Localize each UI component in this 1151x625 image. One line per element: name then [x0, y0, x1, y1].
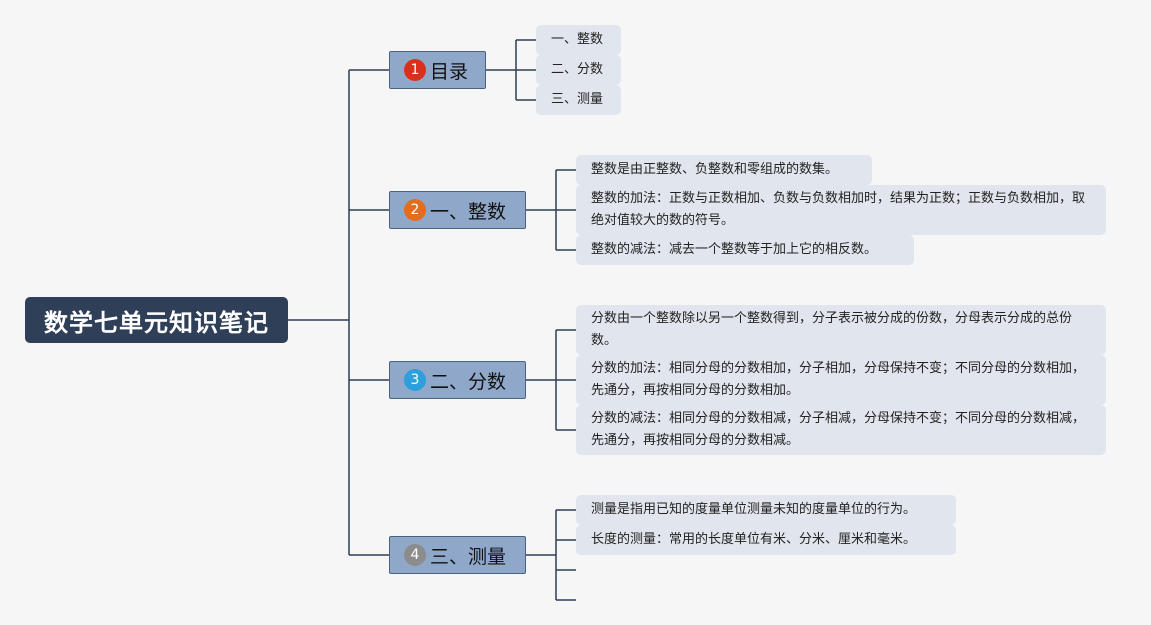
leaf-integer-subtraction[interactable]: 整数的减法：减去一个整数等于加上它的相反数。 — [576, 235, 914, 265]
number-badge: 4 — [404, 544, 426, 566]
number-badge: 2 — [404, 199, 426, 221]
branch-integers[interactable]: 2 一、整数 — [389, 191, 526, 229]
number-badge: 3 — [404, 369, 426, 391]
leaf-integer-definition[interactable]: 整数是由正整数、负整数和零组成的数集。 — [576, 155, 872, 185]
branch-fractions[interactable]: 3 二、分数 — [389, 361, 526, 399]
number-badge: 1 — [404, 59, 426, 81]
leaf-fraction-subtraction[interactable]: 分数的减法：相同分母的分数相减，分子相减，分母保持不变；不同分母的分数相减，先通… — [576, 405, 1106, 455]
branch-label: 目录 — [430, 60, 469, 83]
leaf-contents-integers[interactable]: 一、整数 — [536, 25, 621, 55]
leaf-integer-addition[interactable]: 整数的加法：正数与正数相加、负数与负数相加时，结果为正数；正数与负数相加，取绝对… — [576, 185, 1106, 235]
branch-contents[interactable]: 1 目录 — [389, 51, 486, 89]
leaf-contents-fractions[interactable]: 二、分数 — [536, 55, 621, 85]
leaf-fraction-definition[interactable]: 分数由一个整数除以另一个整数得到，分子表示被分成的份数，分母表示分成的总份数。 — [576, 305, 1106, 355]
branch-label: 一、整数 — [430, 200, 507, 223]
branch-label: 三、测量 — [430, 545, 507, 568]
leaf-contents-measurement[interactable]: 三、测量 — [536, 85, 621, 115]
branch-label: 二、分数 — [430, 370, 507, 393]
leaf-fraction-addition[interactable]: 分数的加法：相同分母的分数相加，分子相加，分母保持不变；不同分母的分数相加，先通… — [576, 355, 1106, 405]
leaf-measurement-definition[interactable]: 测量是指用已知的度量单位测量未知的度量单位的行为。 — [576, 495, 956, 525]
branch-measurement[interactable]: 4 三、测量 — [389, 536, 526, 574]
root-topic[interactable]: 数学七单元知识笔记 — [25, 297, 288, 343]
leaf-length-measurement[interactable]: 长度的测量：常用的长度单位有米、分米、厘米和毫米。 — [576, 525, 956, 555]
